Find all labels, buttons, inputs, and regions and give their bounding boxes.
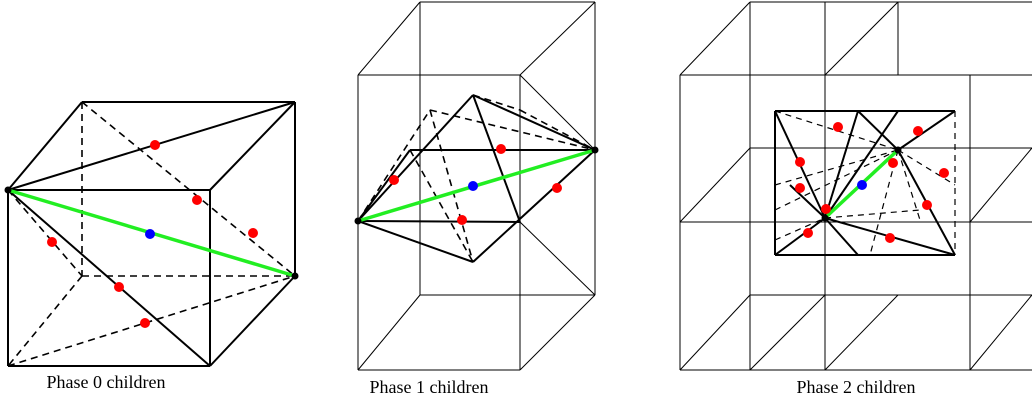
hidden-edges-dashed <box>774 110 956 256</box>
hidden-edges-dashed <box>357 94 596 263</box>
grid-box-edges <box>357 1 596 371</box>
midpoint-dots <box>795 122 949 243</box>
midpoint-dots <box>47 140 258 328</box>
child-edges-solid <box>774 110 956 256</box>
vertex-markers <box>354 146 599 225</box>
caption-phase-1: Phase 1 children <box>370 377 489 397</box>
center-dot <box>145 229 155 239</box>
panel-phase-1: Phase 1 children <box>354 1 599 397</box>
grid-box-edges <box>679 1 1032 371</box>
panel-phase-0: Phase 0 children <box>4 101 299 392</box>
vertex-markers <box>4 186 299 280</box>
cube-edges-solid <box>7 101 296 367</box>
caption-phase-0: Phase 0 children <box>47 372 166 392</box>
hidden-edges-dashed <box>7 101 296 367</box>
caption-phase-2: Phase 2 children <box>797 377 916 397</box>
vertex-markers <box>821 146 902 222</box>
center-dot <box>857 180 867 190</box>
midpoint-dots <box>389 144 562 225</box>
panel-phase-2: Phase 2 children <box>679 1 1032 397</box>
center-dot <box>468 181 478 191</box>
